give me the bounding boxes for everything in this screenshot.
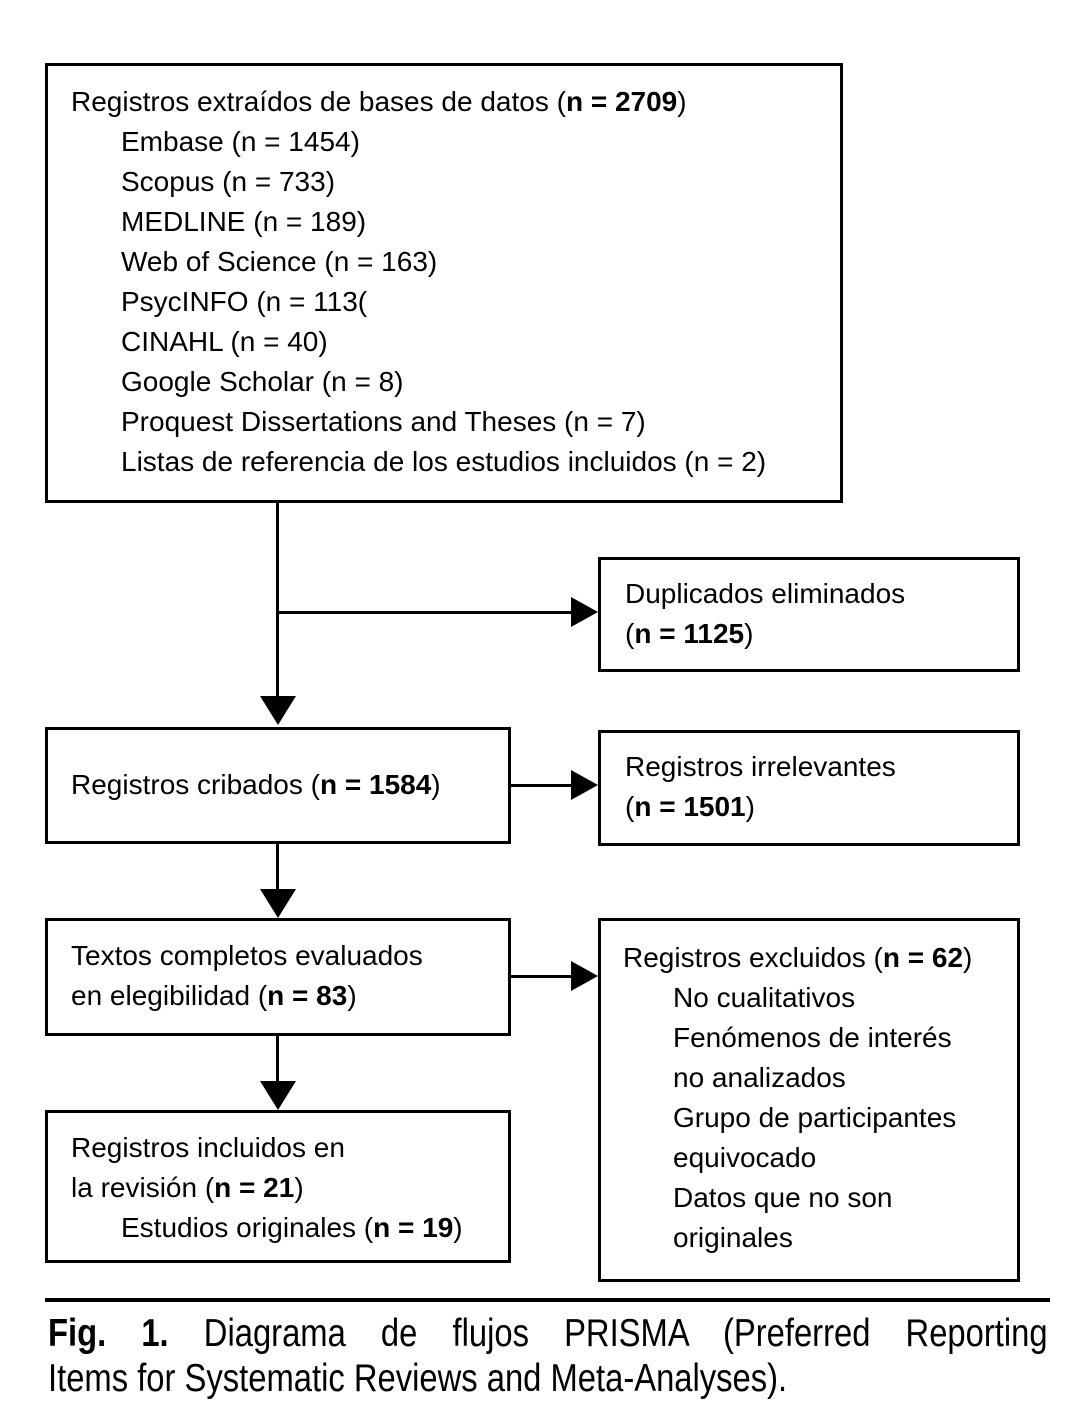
arrow-down-icon xyxy=(260,889,296,918)
count-value: n = 62 xyxy=(882,942,964,973)
text-line: Registros excluidos (n = 62) xyxy=(623,942,973,973)
count-value: n = 1584 xyxy=(319,769,432,800)
text-line: originales xyxy=(673,1222,793,1253)
text-line: Web of Science (n = 163) xyxy=(121,246,438,277)
arrow-down-icon xyxy=(260,696,296,725)
caption-label: Fig. 1. xyxy=(48,1312,169,1355)
count-value: n = 1501 xyxy=(634,791,746,822)
text-line: No cualitativos xyxy=(673,982,856,1013)
caption-line-2: Items for Systematic Reviews and Meta-An… xyxy=(48,1357,788,1400)
arrow-right-icon xyxy=(571,770,598,800)
arrow-right-icon xyxy=(571,961,598,991)
text-line: Estudios originales (n = 19) xyxy=(121,1212,463,1243)
box-records-identified: Registros extraídos de bases de datos (n… xyxy=(45,63,843,503)
text-line: Grupo de participantes xyxy=(673,1102,957,1133)
text-line: (n = 1501) xyxy=(625,791,755,822)
text-line: Registros cribados (n = 1584) xyxy=(71,769,441,800)
text-line: Scopus (n = 733) xyxy=(121,166,336,197)
count-value: n = 21 xyxy=(214,1172,295,1203)
count-value: n = 19 xyxy=(373,1212,454,1243)
text-line: Embase (n = 1454) xyxy=(121,126,360,157)
text-line: no analizados xyxy=(673,1062,846,1093)
connector-screened-to-fulltext xyxy=(276,844,279,894)
text-line: Registros extraídos de bases de datos (n… xyxy=(71,86,687,117)
text-line: Proquest Dissertations and Theses (n = 7… xyxy=(121,406,646,437)
caption-text-1: Diagrama de flujos PRISMA (Preferred Rep… xyxy=(203,1312,1048,1355)
text-line: la revisión (n = 21) xyxy=(71,1172,304,1203)
text-line: PsycINFO (n = 113( xyxy=(121,286,368,317)
text-line: Datos que no son xyxy=(673,1182,893,1213)
box-duplicates-removed: Duplicados eliminados (n = 1125) xyxy=(598,557,1020,672)
figure-caption: Fig. 1. Diagrama de flujos PRISMA (Prefe… xyxy=(48,1311,1048,1401)
text-line: CINAHL (n = 40) xyxy=(121,326,328,357)
arrow-right-icon xyxy=(571,597,598,627)
arrow-down-icon xyxy=(260,1081,296,1110)
text-line: Google Scholar (n = 8) xyxy=(121,366,404,397)
text-line: Registros irrelevantes xyxy=(625,751,896,782)
text-line: Textos completos evaluados xyxy=(71,940,423,971)
caption-divider xyxy=(45,1298,1050,1302)
box-fulltext-assessed: Textos completos evaluados en elegibilida… xyxy=(45,918,511,1036)
text-line: MEDLINE (n = 189) xyxy=(121,206,367,237)
connector-to-duplicates xyxy=(276,611,572,614)
box-records-excluded: Registros excluidos (n = 62) No cualitati… xyxy=(598,918,1020,1282)
caption-line-1: Fig. 1. Diagrama de flujos PRISMA (Prefe… xyxy=(48,1311,1048,1356)
text-line: Listas de referencia de los estudios inc… xyxy=(121,446,767,477)
box-records-screened: Registros cribados (n = 1584) xyxy=(45,727,511,844)
connector-to-excluded xyxy=(511,975,572,978)
connector-to-irrelevant xyxy=(511,784,572,787)
text-line: Registros incluidos en xyxy=(71,1132,345,1163)
connector-fulltext-to-included xyxy=(276,1036,279,1084)
text-line: en elegibilidad (n = 83) xyxy=(71,980,357,1011)
count-value: n = 2709 xyxy=(565,86,678,117)
count-value: n = 83 xyxy=(267,980,348,1011)
text-line: Duplicados eliminados xyxy=(625,578,906,609)
box-records-included: Registros incluidos en la revisión (n = 2… xyxy=(45,1110,511,1263)
count-value: n = 1125 xyxy=(634,618,745,649)
text-line: equivocado xyxy=(673,1142,817,1173)
text-line: Fenómenos de interés xyxy=(673,1022,952,1053)
connector-identification-to-screened xyxy=(276,503,279,697)
box-irrelevant-records: Registros irrelevantes (n = 1501) xyxy=(598,730,1020,846)
text-line: (n = 1125) xyxy=(625,618,754,649)
